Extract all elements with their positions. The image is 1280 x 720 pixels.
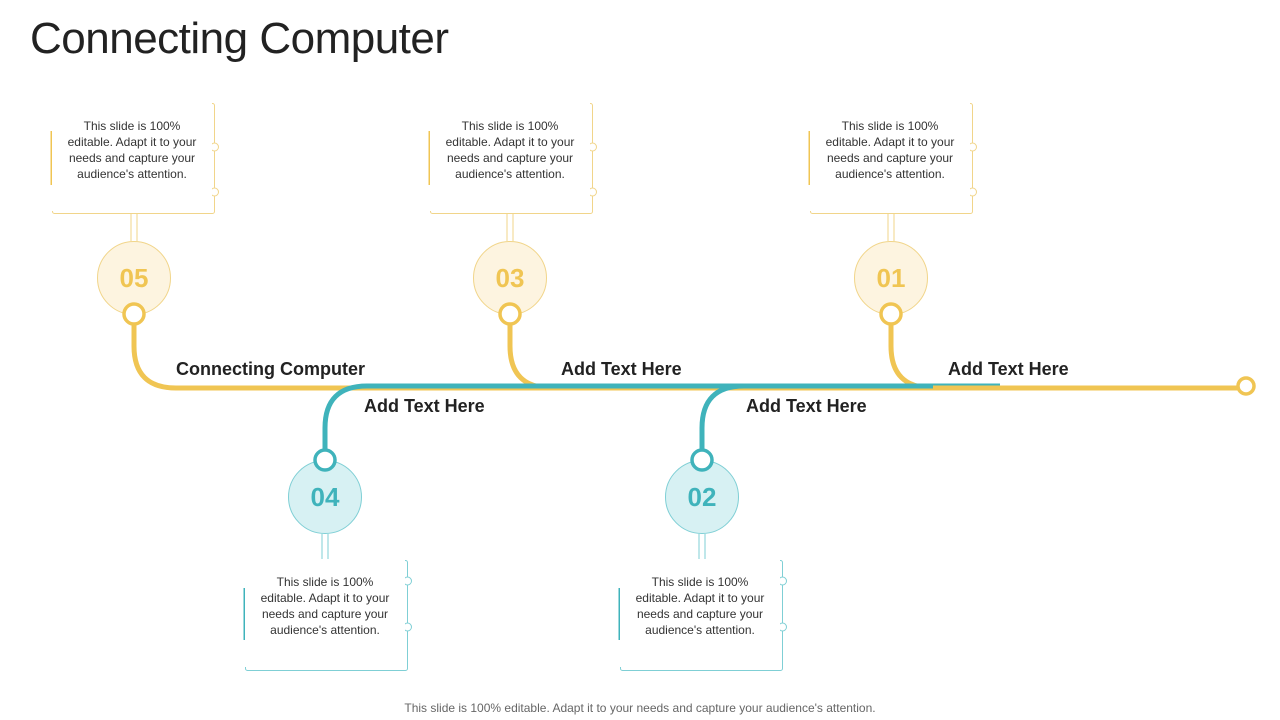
step-label-03: Add Text Here (561, 359, 682, 379)
stems-teal (321, 534, 706, 560)
step-label-01: Add Text Here (948, 359, 1069, 379)
step-text-04: This slide is 100% editable. Adapt it to… (260, 575, 390, 637)
step-card-03: This slide is 100% editable. Adapt it to… (430, 103, 590, 211)
step-text-02: This slide is 100% editable. Adapt it to… (635, 575, 765, 637)
node-05 (122, 302, 146, 326)
step-text-01: This slide is 100% editable. Adapt it to… (825, 119, 955, 181)
step-card-04: This slide is 100% editable. Adapt it to… (245, 559, 405, 667)
step-number-03: 03 (473, 241, 547, 315)
step-card-05: This slide is 100% editable. Adapt it to… (52, 103, 212, 211)
step-text-05: This slide is 100% editable. Adapt it to… (67, 119, 197, 181)
timeline-end-node (1236, 376, 1256, 396)
step-label-05: Connecting Computer (176, 359, 365, 379)
timeline-main-line (131, 311, 1249, 391)
step-text-03: This slide is 100% editable. Adapt it to… (445, 119, 575, 181)
step-label-04: Add Text Here (364, 396, 485, 416)
step-number-01: 01 (854, 241, 928, 315)
node-03 (498, 302, 522, 326)
step-card-01: This slide is 100% editable. Adapt it to… (810, 103, 970, 211)
step-number-02: 02 (665, 460, 739, 534)
stems-yellow (130, 213, 895, 241)
node-04 (313, 448, 337, 472)
node-02 (690, 448, 714, 472)
node-01 (879, 302, 903, 326)
page-title: Connecting Computer (30, 14, 449, 63)
step-number-04: 04 (288, 460, 362, 534)
timeline-branch-02 (699, 383, 745, 460)
footer-note: This slide is 100% editable. Adapt it to… (404, 701, 876, 715)
step-label-02: Add Text Here (746, 396, 867, 416)
step-card-02: This slide is 100% editable. Adapt it to… (620, 559, 780, 667)
timeline-teal-line (322, 383, 1000, 460)
